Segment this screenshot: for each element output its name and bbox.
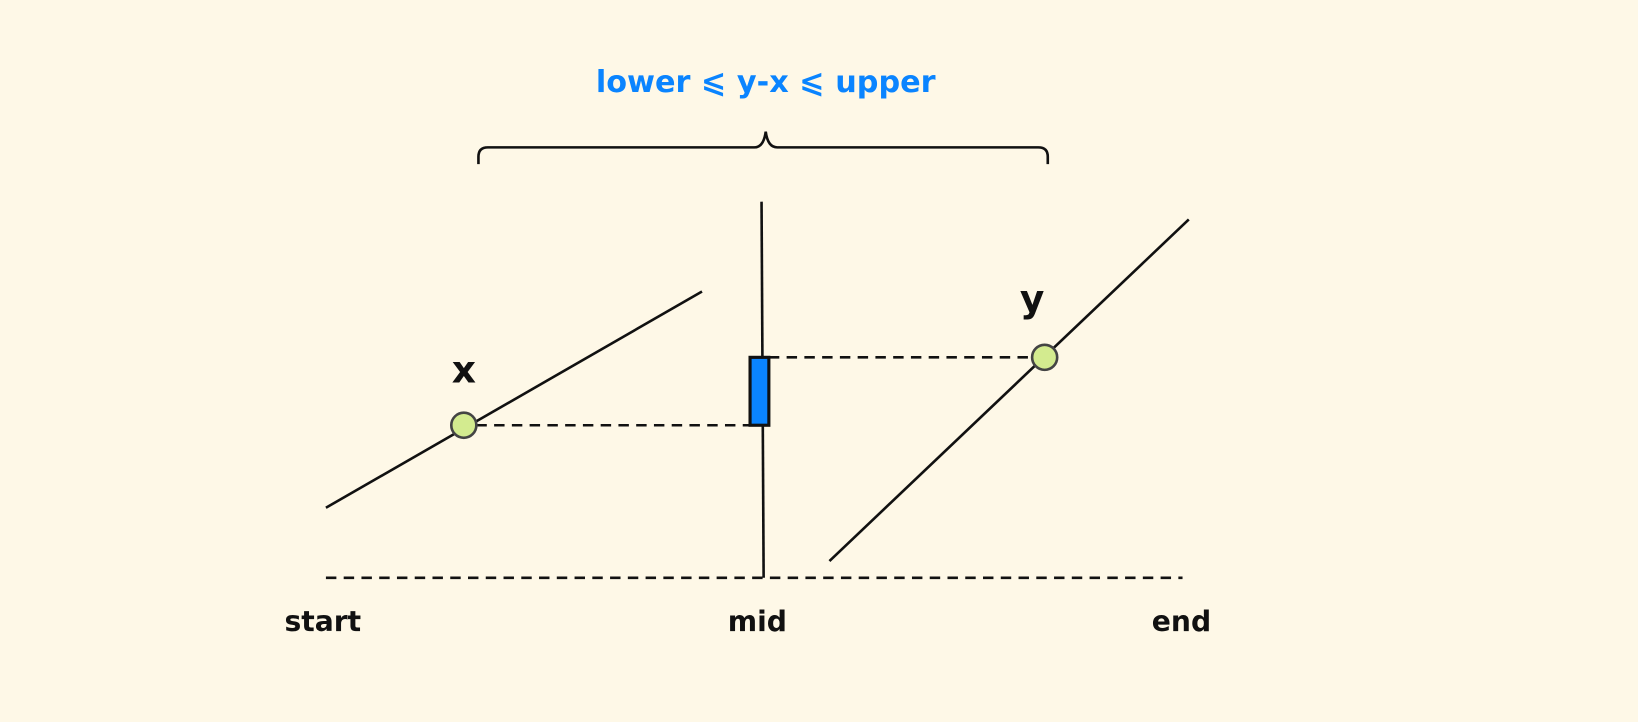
right-line [828,218,1190,562]
mid-label: mid [728,605,787,638]
left-line [325,290,703,509]
start-label: start [284,605,361,638]
brace [477,131,1050,165]
point-y [1030,343,1059,372]
end-label: end [1152,605,1211,638]
point-y-label: y [1020,276,1045,320]
interval-bar [748,355,771,427]
point-x-label: x [452,347,476,391]
constraint-label: lower ⩽ y-x ⩽ upper [596,65,936,100]
point-x [449,411,478,440]
